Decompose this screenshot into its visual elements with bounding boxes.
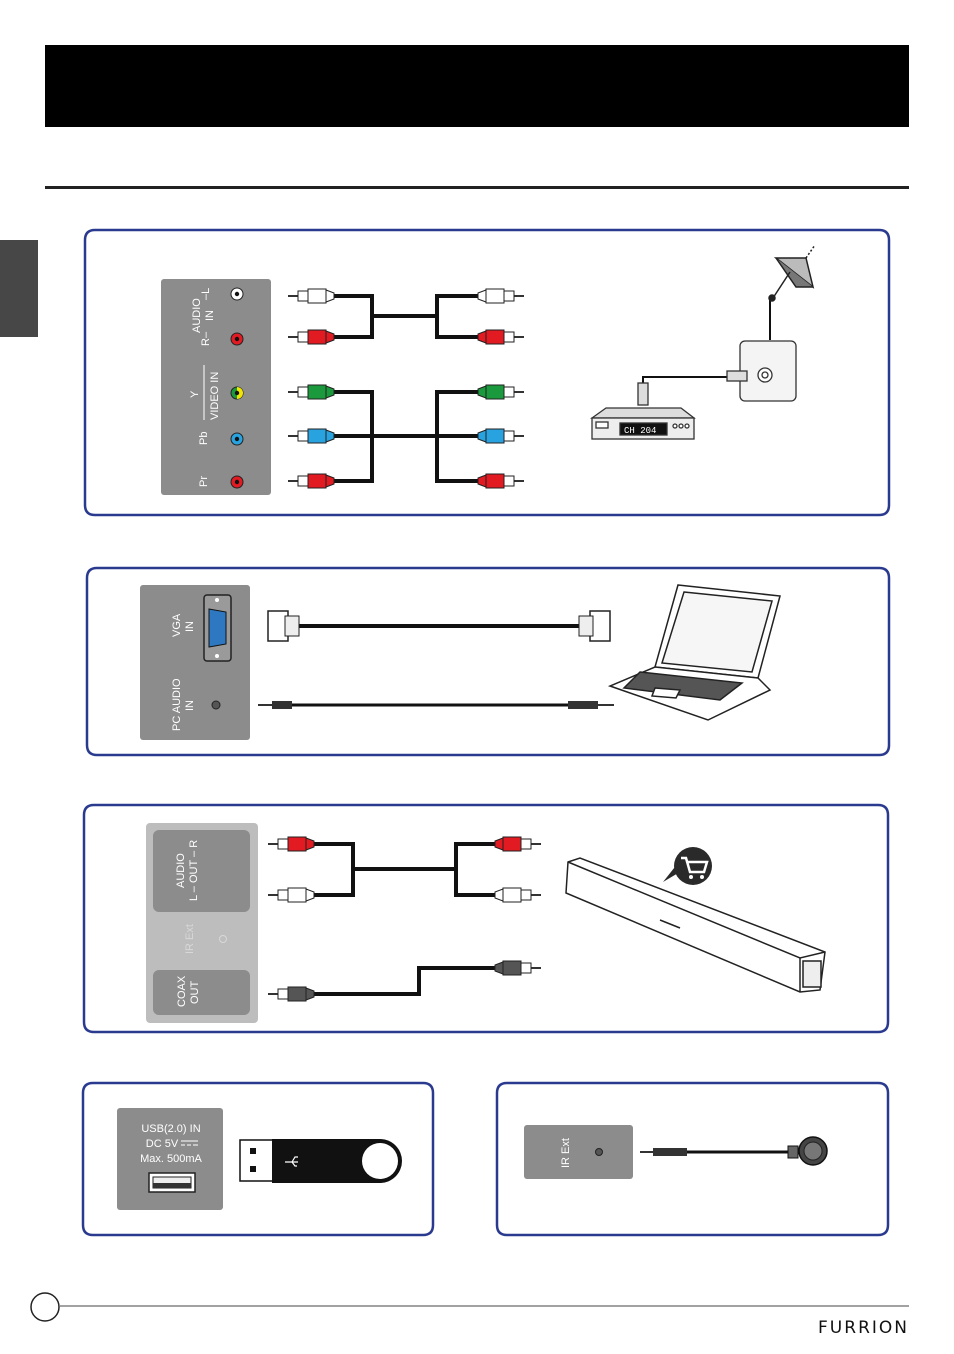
coax-subpanel xyxy=(153,970,250,1015)
frame-audio-out xyxy=(82,803,890,1034)
frame-usb xyxy=(81,1081,435,1237)
frame-ir xyxy=(495,1081,890,1237)
rca-plug-right-1 xyxy=(477,329,524,345)
out-plug-right-0 xyxy=(494,836,541,852)
audio-3.5mm-cable xyxy=(258,701,614,709)
audio-l-jack xyxy=(230,287,244,301)
usb-panel xyxy=(117,1108,223,1210)
dc-symbol-icon xyxy=(181,1140,198,1146)
rca-plug-left-0 xyxy=(288,288,335,304)
coax-label: COAX xyxy=(176,975,188,1007)
wall-plate-icon xyxy=(726,340,797,402)
video-in-label: VIDEO IN xyxy=(209,372,221,420)
rca-plug-right-4 xyxy=(477,473,524,489)
laptop-icon xyxy=(607,584,781,721)
usb-label: USB(2.0) IN xyxy=(141,1123,200,1135)
soundbar-icon xyxy=(565,857,826,993)
coax-cable xyxy=(312,966,497,996)
audio-r-label: R– xyxy=(200,331,212,346)
vga-port xyxy=(203,594,232,662)
pr-label: Pr xyxy=(198,476,210,487)
frame-vga xyxy=(85,566,891,757)
ir-extender-cable xyxy=(640,1136,828,1166)
audio-cable xyxy=(330,294,480,339)
rca-plug-left-3 xyxy=(288,428,335,444)
rca-plug-right-0 xyxy=(477,288,524,304)
frame-component xyxy=(83,228,891,517)
pc-audio-in-label: IN xyxy=(184,700,196,711)
rca-plug-left-4 xyxy=(288,473,335,489)
side-tab xyxy=(0,240,38,337)
out-plug-left-2 xyxy=(268,986,315,1002)
y-video-jack xyxy=(230,386,244,400)
vga-label: VGA xyxy=(171,613,183,637)
page-number-circle xyxy=(30,1292,60,1322)
pc-audio-label: PC AUDIO xyxy=(171,678,183,731)
usb-port xyxy=(148,1172,196,1193)
audio-out-label: AUDIO xyxy=(175,853,187,888)
vga-panel xyxy=(140,585,250,740)
vga-cable xyxy=(267,610,611,642)
usb-dc-label: DC 5V xyxy=(146,1138,179,1150)
usb-max-label: Max. 500mA xyxy=(140,1153,202,1165)
pr-jack xyxy=(230,475,244,489)
coax-out-label: OUT xyxy=(189,981,201,1005)
shopping-cart-icon xyxy=(663,847,712,885)
out-plug-left-1 xyxy=(268,887,315,903)
usb-drive-icon xyxy=(239,1139,402,1183)
rca-plug-left-1 xyxy=(288,329,335,345)
audio-out-subpanel xyxy=(153,830,250,912)
audio-l-label: –L xyxy=(200,288,212,300)
brand-logo: FURRION xyxy=(818,1318,909,1338)
pb-label: Pb xyxy=(198,432,210,445)
rca-plug-right-2 xyxy=(477,384,524,400)
audio-label: AUDIO xyxy=(191,298,203,333)
ir-ext-label: IR Ext xyxy=(560,1138,572,1168)
out-plug-left-0 xyxy=(268,836,315,852)
pb-jack xyxy=(230,432,244,446)
audio-r-jack xyxy=(230,332,244,346)
rca-plug-left-2 xyxy=(288,384,335,400)
irext-label: IR Ext xyxy=(184,924,196,954)
component-panel xyxy=(161,279,271,495)
vga-in-label: IN xyxy=(184,621,196,632)
set-top-box-display: CH 204 xyxy=(624,426,656,436)
y-label: Y xyxy=(189,390,201,398)
audio-out-lr-label: L – OUT – R xyxy=(188,840,200,901)
ir-panel xyxy=(524,1125,633,1179)
ir-jack xyxy=(595,1148,603,1156)
section-rule xyxy=(45,186,909,189)
out-plug-right-1 xyxy=(494,887,541,903)
satellite-dish-icon xyxy=(768,244,816,302)
audio-in-label: IN xyxy=(204,310,216,321)
pc-audio-jack xyxy=(211,700,221,710)
header-bar xyxy=(45,45,909,127)
irext-jack xyxy=(219,935,227,943)
out-plug-right-2 xyxy=(494,960,541,976)
set-top-box-icon: CH 204 xyxy=(589,382,696,440)
audio-out-cable xyxy=(312,842,497,897)
rca-plug-right-3 xyxy=(477,428,524,444)
component-cable xyxy=(330,390,480,483)
